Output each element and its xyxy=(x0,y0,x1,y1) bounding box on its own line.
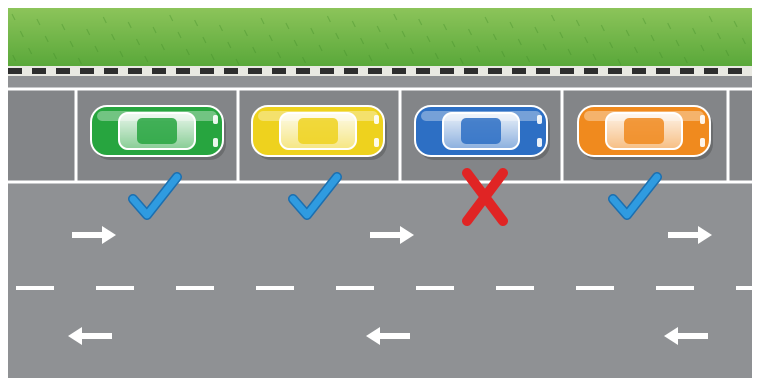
curb-dash xyxy=(656,68,670,74)
curb-dash xyxy=(296,68,310,74)
curb-dash xyxy=(488,68,502,74)
car-yellow xyxy=(252,106,387,160)
lane-dash xyxy=(256,286,294,290)
curb-dash xyxy=(560,68,574,74)
curb-dash xyxy=(632,68,646,74)
curb-dash xyxy=(224,68,238,74)
lane-dash xyxy=(496,286,534,290)
lane-dash xyxy=(736,286,760,290)
curb-dash xyxy=(512,68,526,74)
curb-dash xyxy=(80,68,94,74)
curb-dash xyxy=(272,68,286,74)
curb-dash xyxy=(8,68,22,74)
lane-dash xyxy=(336,286,374,290)
lane-dash xyxy=(656,286,694,290)
curb-dash xyxy=(344,68,358,74)
curb-dash xyxy=(464,68,478,74)
curb-dash xyxy=(320,68,334,74)
curb-dash xyxy=(584,68,598,74)
curb-dash xyxy=(200,68,214,74)
curb-dash xyxy=(536,68,550,74)
lane-dash xyxy=(96,286,134,290)
curb-dash xyxy=(368,68,382,74)
grass-strip xyxy=(8,8,752,66)
lane-dash xyxy=(576,286,614,290)
curb-dash xyxy=(704,68,718,74)
curb-dash xyxy=(440,68,454,74)
curb-dash xyxy=(128,68,142,74)
curb-dash xyxy=(608,68,622,74)
lane-dash xyxy=(176,286,214,290)
lane-dash xyxy=(416,286,454,290)
curb-dash xyxy=(416,68,430,74)
curb-dash xyxy=(152,68,166,74)
car-orange xyxy=(578,106,713,160)
curb-dash xyxy=(176,68,190,74)
curb-dash xyxy=(392,68,406,74)
curb-dash xyxy=(248,68,262,74)
curb-dash xyxy=(680,68,694,74)
lane-dash xyxy=(16,286,54,290)
curb-dash xyxy=(56,68,70,74)
car-blue xyxy=(415,106,550,160)
curb-dash xyxy=(104,68,118,74)
curb-dash xyxy=(32,68,46,74)
car-green xyxy=(91,106,226,160)
curb-dash xyxy=(728,68,742,74)
